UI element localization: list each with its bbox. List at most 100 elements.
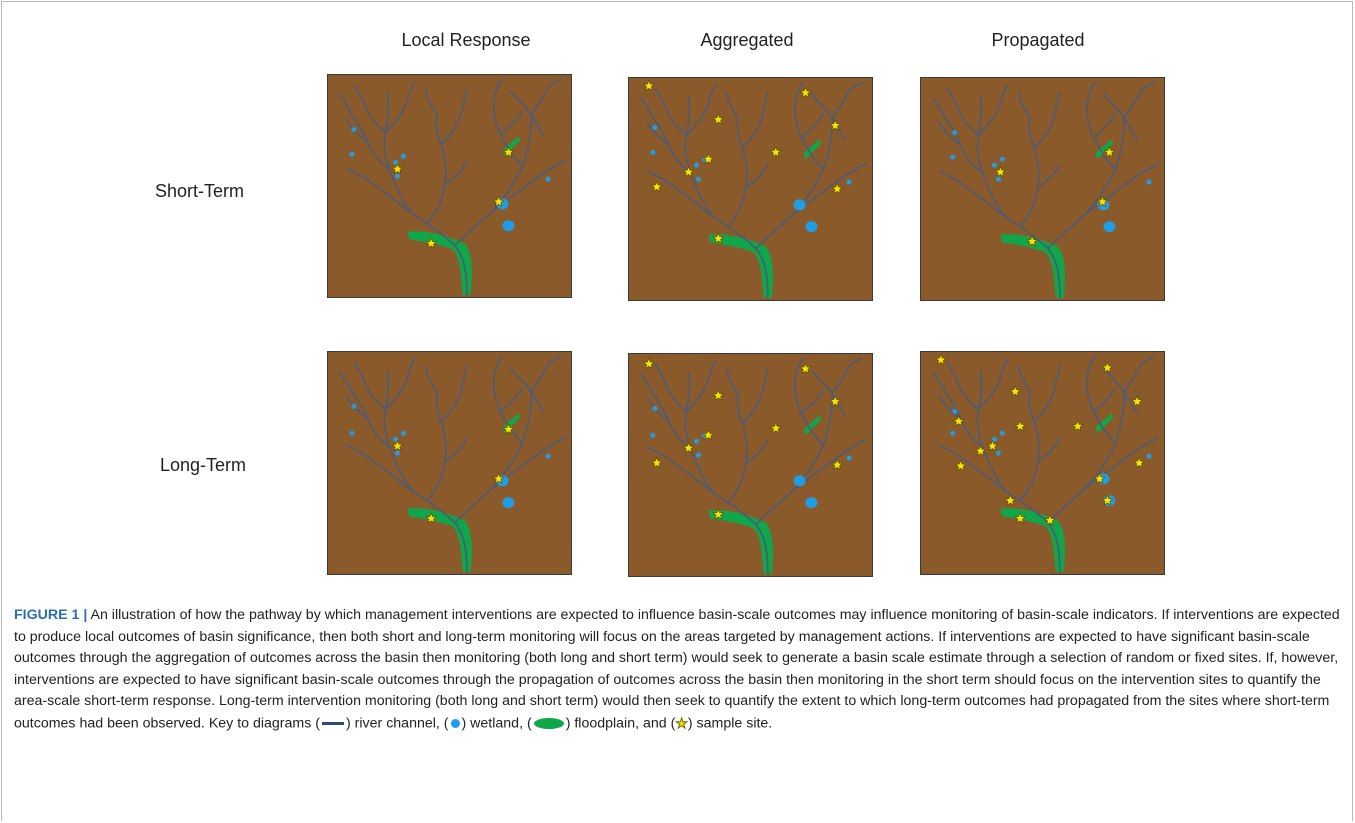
river-channel	[1102, 93, 1125, 119]
river-channel	[345, 444, 468, 573]
sample-site-star	[934, 353, 948, 366]
wetland	[394, 173, 400, 179]
river-channel	[686, 359, 717, 413]
river-channel	[1084, 436, 1160, 490]
sample-site-star	[1071, 419, 1084, 432]
river-channel	[383, 92, 413, 215]
river-channel	[946, 361, 980, 411]
river-channel	[801, 113, 825, 139]
river-channel	[385, 357, 416, 411]
river-channel	[1123, 363, 1142, 393]
river-channel	[1093, 387, 1117, 413]
caption-key-site: ) sample site.	[687, 715, 773, 731]
wetland	[351, 127, 357, 132]
wetland	[805, 221, 818, 233]
basin-diagram	[640, 357, 868, 575]
river-channel	[339, 371, 353, 392]
sample-site-star	[1093, 472, 1106, 485]
river-channel	[509, 90, 532, 116]
sample-site-star	[712, 508, 725, 520]
wetland	[793, 475, 806, 487]
sample-site-star	[1101, 494, 1114, 506]
river-channel	[848, 81, 864, 91]
river-channel	[1086, 81, 1116, 170]
wetland	[349, 430, 355, 436]
basin-diagram	[339, 355, 567, 573]
river-channel	[755, 393, 834, 526]
river-channel	[654, 363, 688, 413]
wetland	[400, 153, 406, 159]
sample-site-star	[829, 395, 842, 407]
sample-site-star	[492, 195, 505, 208]
wetland	[393, 436, 398, 442]
river-channel	[944, 117, 984, 174]
wetland	[502, 497, 515, 509]
wetland	[349, 151, 355, 157]
river-channel	[745, 162, 769, 188]
sample-site-star	[425, 237, 438, 249]
river-channel	[978, 357, 1009, 411]
sample-site-star	[682, 441, 695, 454]
figure-label: FIGURE 1 |	[14, 607, 88, 623]
wetland	[995, 176, 1001, 182]
sample-site-star	[425, 512, 438, 524]
wetland	[846, 455, 852, 461]
river-channel	[727, 393, 748, 504]
panel-propagated-short	[920, 77, 1165, 301]
wetland	[952, 130, 958, 135]
wetland	[793, 199, 806, 211]
floodplain	[803, 415, 822, 436]
sample-site-star-icon: ★	[675, 714, 689, 731]
river-channel	[727, 117, 748, 228]
sample-site-star	[831, 458, 844, 471]
panel-local-long	[327, 351, 572, 575]
wetland	[805, 497, 818, 509]
river-channel	[831, 365, 850, 395]
sample-site-star	[1101, 361, 1114, 374]
river-channel	[652, 393, 692, 450]
river-channel	[794, 357, 824, 446]
wetland	[502, 220, 515, 232]
river-channel	[385, 80, 416, 134]
river-channel	[741, 367, 769, 424]
sample-site-star	[799, 362, 812, 375]
wetland	[545, 176, 551, 182]
river-channel	[810, 93, 833, 119]
river-channel	[725, 91, 739, 119]
river-channel	[741, 91, 769, 148]
river-channel	[353, 84, 387, 134]
river-channel	[848, 357, 864, 367]
river-channel	[794, 81, 824, 170]
sample-site-star	[650, 456, 663, 469]
river-channel	[801, 389, 825, 415]
panel-aggregated-long	[628, 353, 873, 577]
river-channel	[530, 391, 545, 414]
wetland	[950, 430, 956, 436]
river-channel	[339, 94, 353, 115]
wetland	[650, 432, 656, 438]
wetland	[999, 430, 1005, 436]
sample-site-star	[492, 472, 505, 485]
sample-site-star	[650, 180, 663, 193]
wetland	[991, 436, 997, 442]
sample-site-star	[1131, 395, 1144, 407]
floodplain-key-icon	[533, 717, 564, 729]
sample-site-star	[1004, 494, 1017, 506]
wetland	[351, 404, 357, 409]
river-channel	[424, 88, 438, 116]
wetland	[995, 450, 1001, 456]
floodplain	[1095, 139, 1114, 160]
river-channel	[640, 97, 654, 118]
river-channel	[686, 83, 717, 137]
row-title-long-term: Long-Term	[160, 455, 247, 475]
wetland	[400, 430, 406, 436]
river-channel	[1093, 113, 1117, 139]
floodplain	[708, 234, 773, 299]
sample-site-star	[502, 145, 515, 158]
river-channel	[1123, 89, 1142, 119]
river-channel	[1140, 81, 1156, 91]
sample-site-star	[769, 421, 782, 434]
river-channel	[1037, 162, 1061, 188]
wetland	[652, 125, 658, 131]
floodplain	[803, 139, 822, 160]
